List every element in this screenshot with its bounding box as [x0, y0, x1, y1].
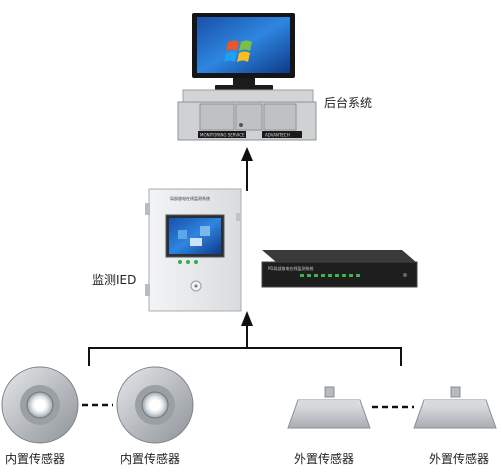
cabinet-title: 局部放电在线监测系统 [170, 195, 210, 201]
arrow-ied-to-backend [241, 147, 253, 191]
monitor [192, 13, 295, 90]
server-panel-text: MONITORING SERVICE [200, 133, 245, 138]
status-led-1 [178, 260, 182, 264]
sensor-bus [88, 347, 402, 366]
status-led-2 [186, 260, 190, 264]
rack-unit-title: PD局部放电在线监测系统 [268, 265, 314, 271]
label-external-sensor-1: 外置传感器 [294, 452, 355, 466]
label-backend-system: 后台系统 [324, 96, 373, 110]
internal-sensor-1 [1, 366, 79, 444]
label-internal-sensor-2: 内置传感器 [120, 452, 181, 466]
server: MONITORING SERVICE ADVANTECH [177, 89, 317, 141]
windows-logo-icon [224, 40, 252, 62]
external-sensor-2 [413, 386, 497, 429]
label-external-sensor-2: 外置传感器 [429, 452, 490, 466]
server-brand: ADVANTECH [265, 133, 290, 138]
external-sensor-1 [287, 386, 371, 429]
label-internal-sensor-1: 内置传感器 [5, 452, 66, 466]
label-monitor-ied: 监测IED [92, 273, 137, 287]
internal-sensor-2 [116, 366, 194, 444]
arrow-sensors-to-ied [241, 311, 253, 348]
monitor-ied-cabinet: 局部放电在线监测系统 [145, 188, 242, 312]
status-led-3 [194, 260, 198, 264]
rack-unit: PD局部放电在线监测系统 [261, 250, 418, 288]
